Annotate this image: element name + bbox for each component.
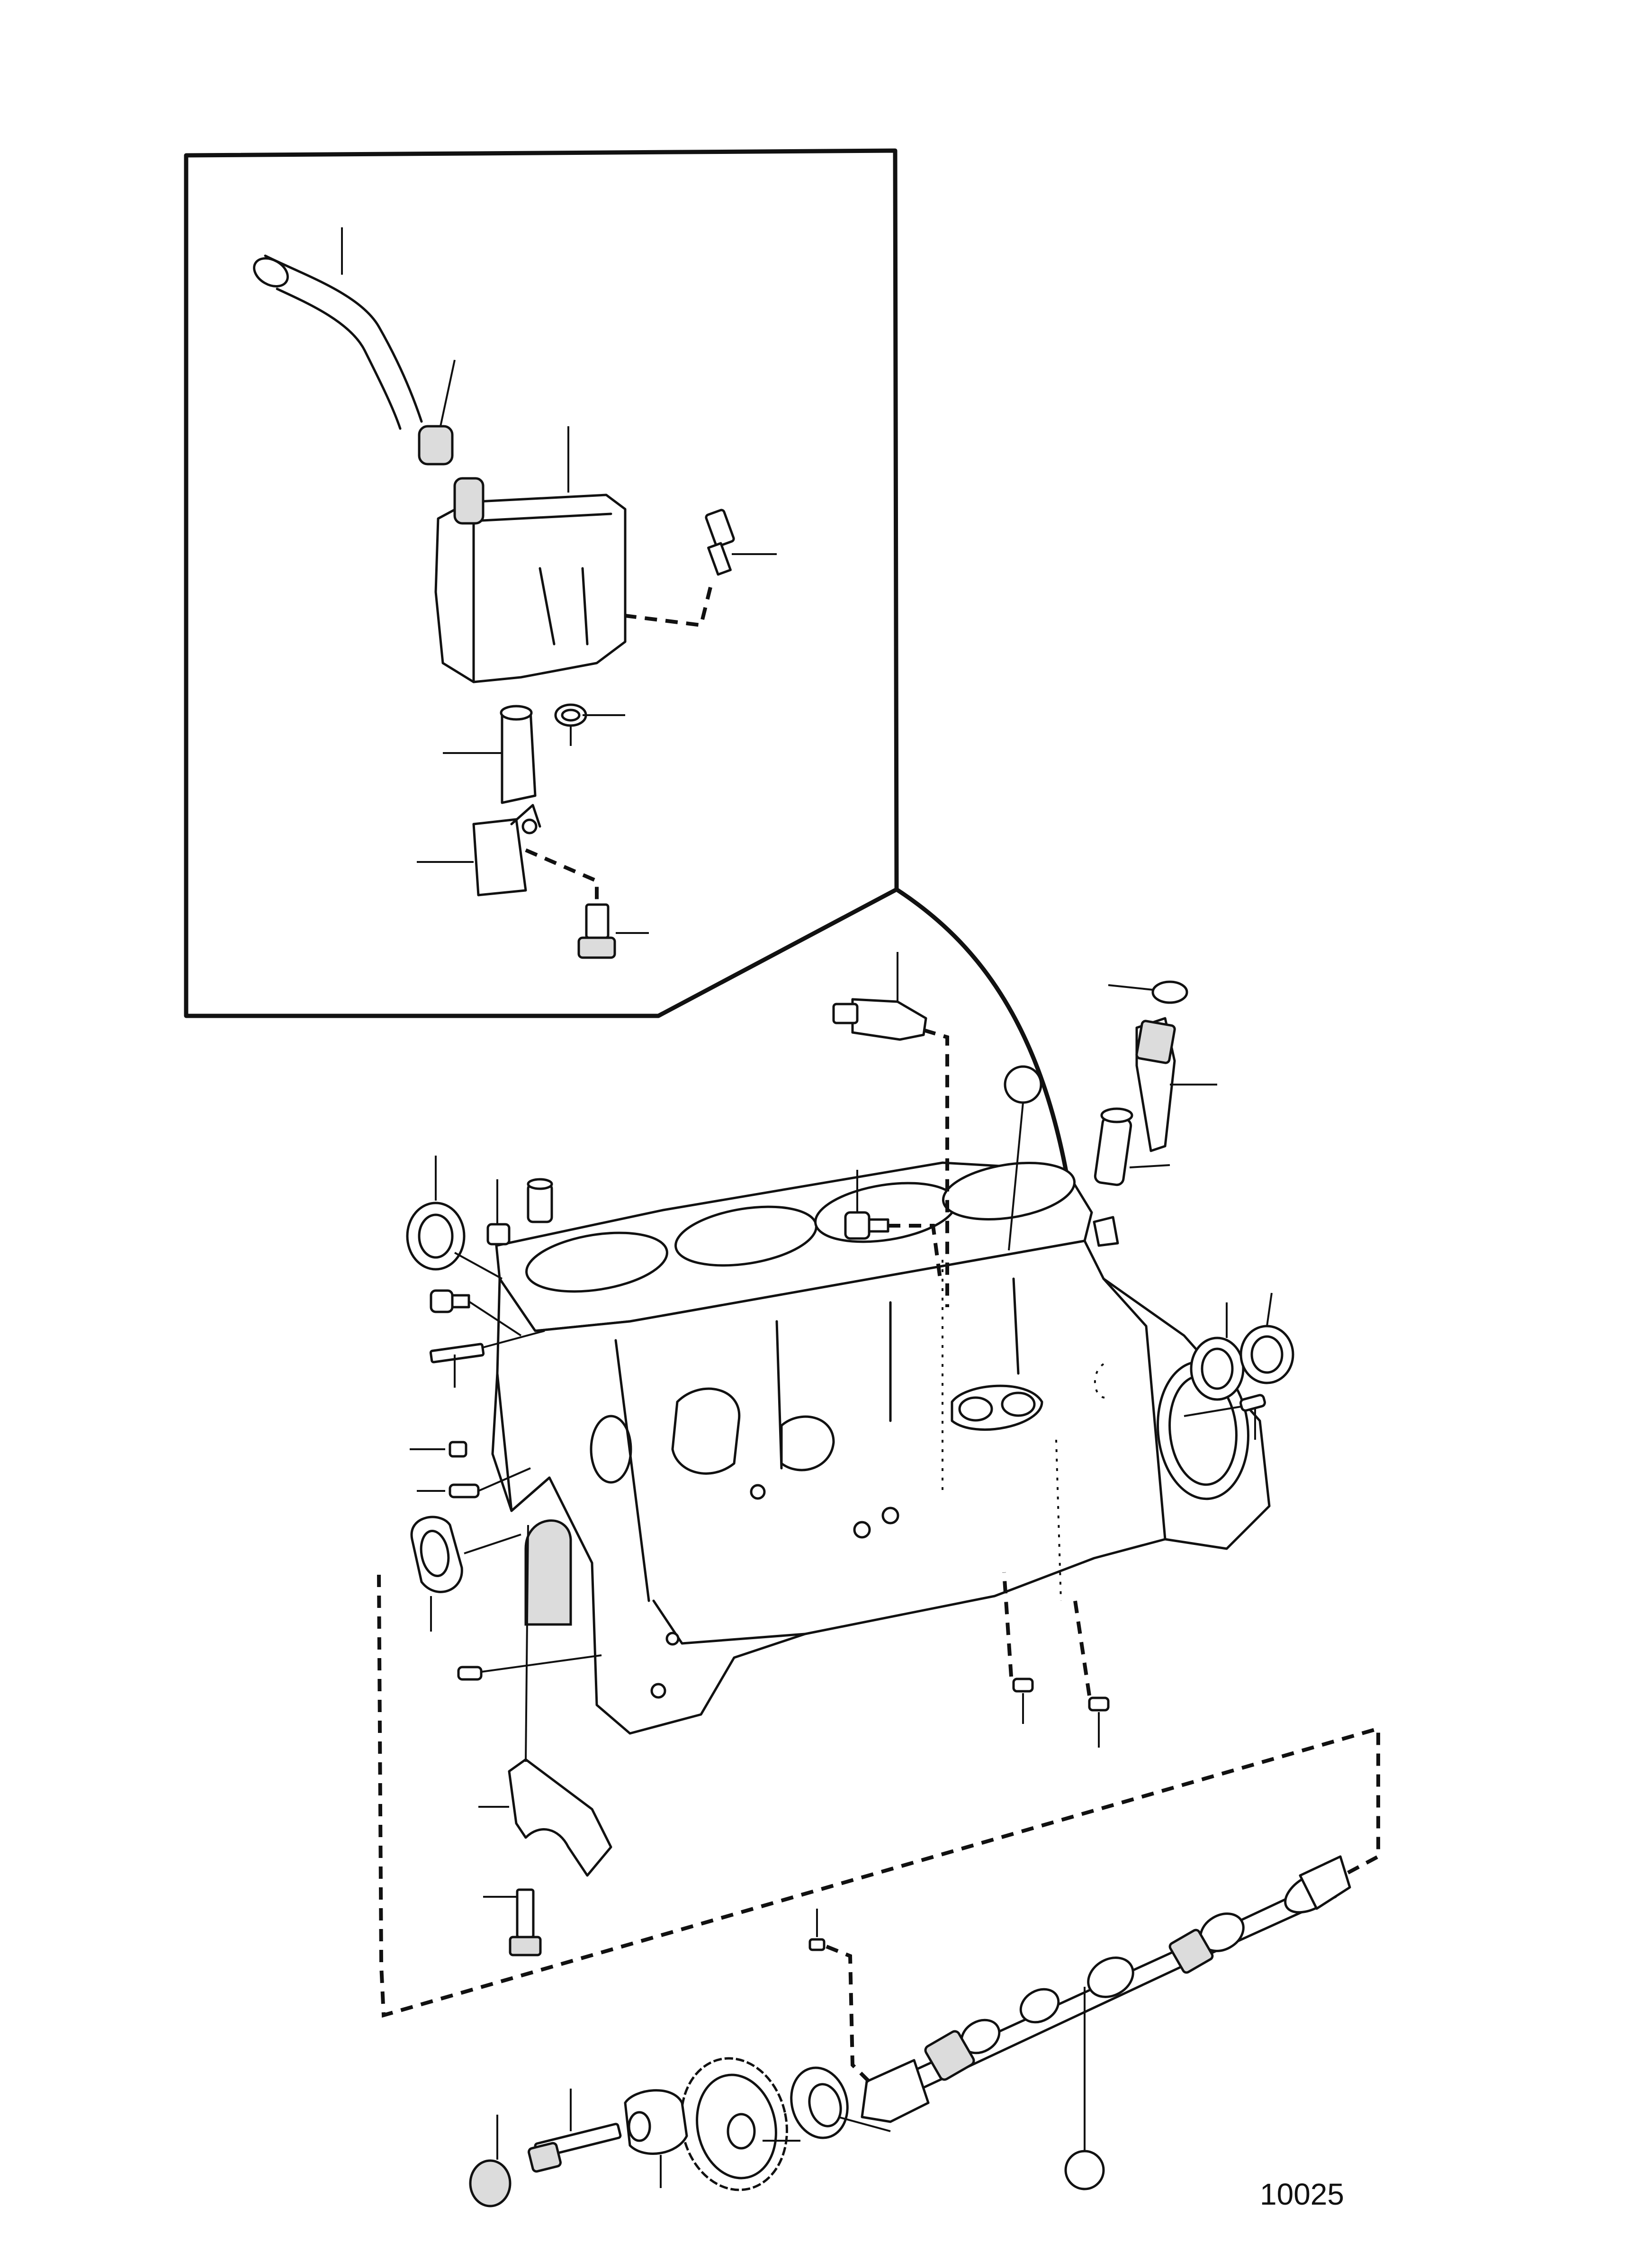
dowel-pin-lower [457, 1654, 602, 1681]
detail-connector-curve [894, 887, 1080, 1253]
cylinder-block [491, 1161, 1271, 1735]
gear-bolt [528, 2089, 622, 2173]
inset-bolt-lower [577, 903, 649, 959]
dowel-sleeve-top [527, 1178, 553, 1223]
callout-circle-top [1004, 1065, 1042, 1104]
callout-circle-camshaft [1064, 2150, 1105, 2190]
inset-oring [554, 703, 625, 746]
oil-pressure-sender [832, 952, 949, 1307]
plug-screw-left [430, 1289, 522, 1337]
inset-tube [443, 705, 537, 804]
dowel-lower-right [1073, 1600, 1110, 1748]
camshaft-bearing-right [1190, 1292, 1294, 1401]
detail-inset-frame [184, 148, 899, 1018]
plug-small-left [486, 1179, 511, 1246]
main-bearing-cap [478, 1525, 612, 1877]
bearing-cap-bolt [483, 1888, 542, 1956]
sealing-ring-left [406, 1156, 503, 1280]
stud-left [429, 1330, 545, 1388]
camshaft-key [808, 1909, 871, 2083]
drive-bushing [1094, 1107, 1170, 1186]
oil-trap-box [434, 426, 627, 683]
seal-ring-front [410, 1516, 521, 1632]
plug-small-mid-left [410, 1441, 467, 1458]
gear-nut [469, 2115, 512, 2207]
hose-clamp-sleeve [418, 359, 456, 466]
distributor-drive-gear [1135, 1017, 1217, 1152]
inset-bracket [417, 804, 599, 900]
gear-washer [624, 2089, 688, 2188]
drive-gear-bracket [1093, 1216, 1119, 1247]
breather-hose [253, 227, 423, 430]
dowel-lower-mid [1002, 1572, 1034, 1724]
camshaft-timing-gear [680, 2057, 800, 2191]
thrust-flange [790, 2066, 891, 2139]
drawing-reference-number: 10025 [1260, 2177, 1344, 2211]
drive-gear-oring [1108, 980, 1188, 1004]
camshaft [861, 1855, 1351, 2150]
pin-right [1184, 1394, 1266, 1440]
inset-bolt-upper [625, 509, 777, 628]
callout-leader-top [1008, 1102, 1024, 1251]
plug-screw-top [844, 1170, 942, 1279]
pin-left [417, 1467, 531, 1498]
camshaft-assembly-dashline [377, 1574, 1380, 2018]
